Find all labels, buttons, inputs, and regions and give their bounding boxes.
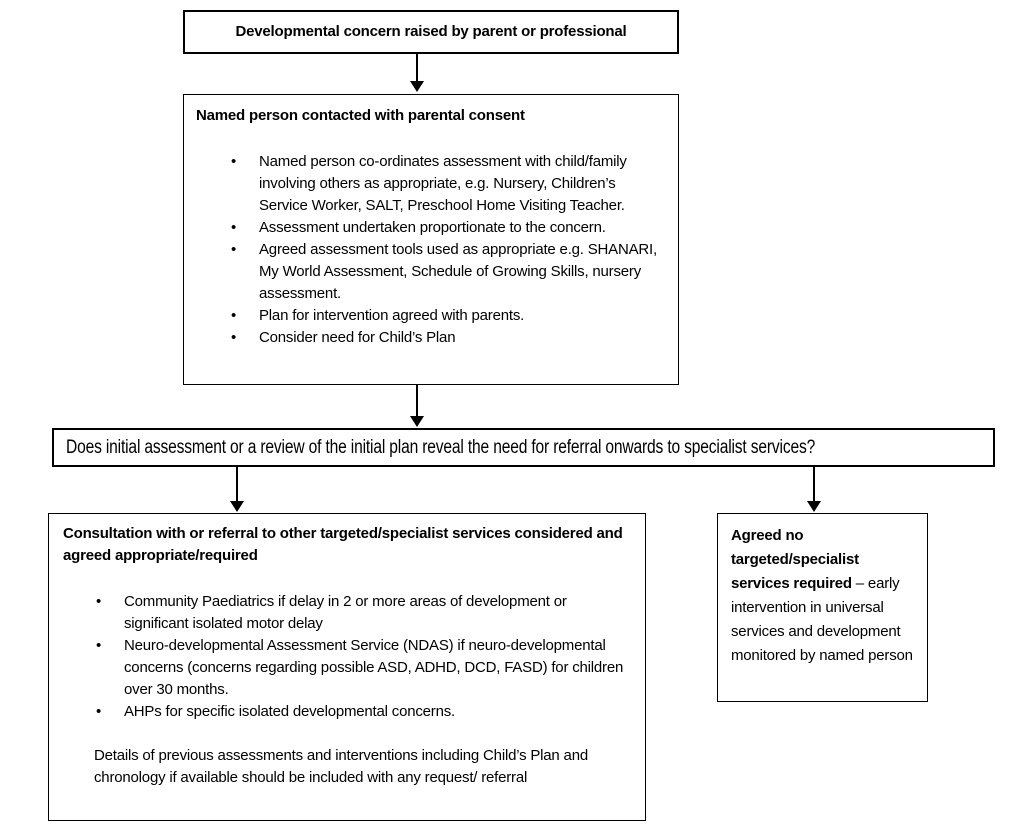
agreed-no-services-text: – early intervention in universal servic… bbox=[731, 575, 913, 664]
list-item: Named person co-ordinates assessment wit… bbox=[231, 151, 662, 217]
arrow-line bbox=[416, 385, 418, 416]
referral-question-text: Does initial assessment or a review of t… bbox=[66, 436, 816, 458]
list-item: Consider need for Child’s Plan bbox=[231, 327, 662, 349]
arrow-down-icon bbox=[410, 54, 424, 92]
arrow-line bbox=[416, 54, 418, 81]
arrow-down-icon bbox=[230, 467, 244, 512]
list-item: AHPs for specific isolated developmental… bbox=[96, 701, 627, 723]
arrow-head bbox=[807, 501, 821, 512]
list-item: Plan for intervention agreed with parent… bbox=[231, 305, 662, 327]
named-person-bullet-list: Named person co-ordinates assessment wit… bbox=[196, 151, 666, 349]
box-agreed-no-services: Agreed no targeted/specialist services r… bbox=[717, 513, 928, 702]
arrow-head bbox=[410, 81, 424, 92]
arrow-line bbox=[236, 467, 238, 501]
arrow-head bbox=[410, 416, 424, 427]
box-referral-question: Does initial assessment or a review of t… bbox=[52, 428, 995, 467]
consultation-referral-title: Consultation with or referral to other t… bbox=[63, 525, 623, 564]
developmental-concern-title: Developmental concern raised by parent o… bbox=[235, 23, 627, 40]
arrow-line bbox=[813, 467, 815, 501]
list-item: Assessment undertaken proportionate to t… bbox=[231, 217, 662, 239]
list-item: Agreed assessment tools used as appropri… bbox=[231, 239, 662, 305]
box-named-person: Named person contacted with parental con… bbox=[183, 94, 679, 385]
arrow-head bbox=[230, 501, 244, 512]
arrow-down-icon bbox=[807, 467, 821, 512]
named-person-title: Named person contacted with parental con… bbox=[196, 107, 525, 124]
consultation-referral-bullet-list: Community Paediatrics if delay in 2 or m… bbox=[63, 591, 631, 723]
agreed-no-services-title: Agreed no targeted/specialist services r… bbox=[731, 527, 859, 592]
box-consultation-referral: Consultation with or referral to other t… bbox=[48, 513, 646, 821]
arrow-down-icon bbox=[410, 385, 424, 427]
referral-note: Details of previous assessments and inte… bbox=[94, 747, 588, 786]
list-item: Neuro-developmental Assessment Service (… bbox=[96, 635, 627, 701]
box-developmental-concern: Developmental concern raised by parent o… bbox=[183, 10, 679, 54]
list-item: Community Paediatrics if delay in 2 or m… bbox=[96, 591, 627, 635]
